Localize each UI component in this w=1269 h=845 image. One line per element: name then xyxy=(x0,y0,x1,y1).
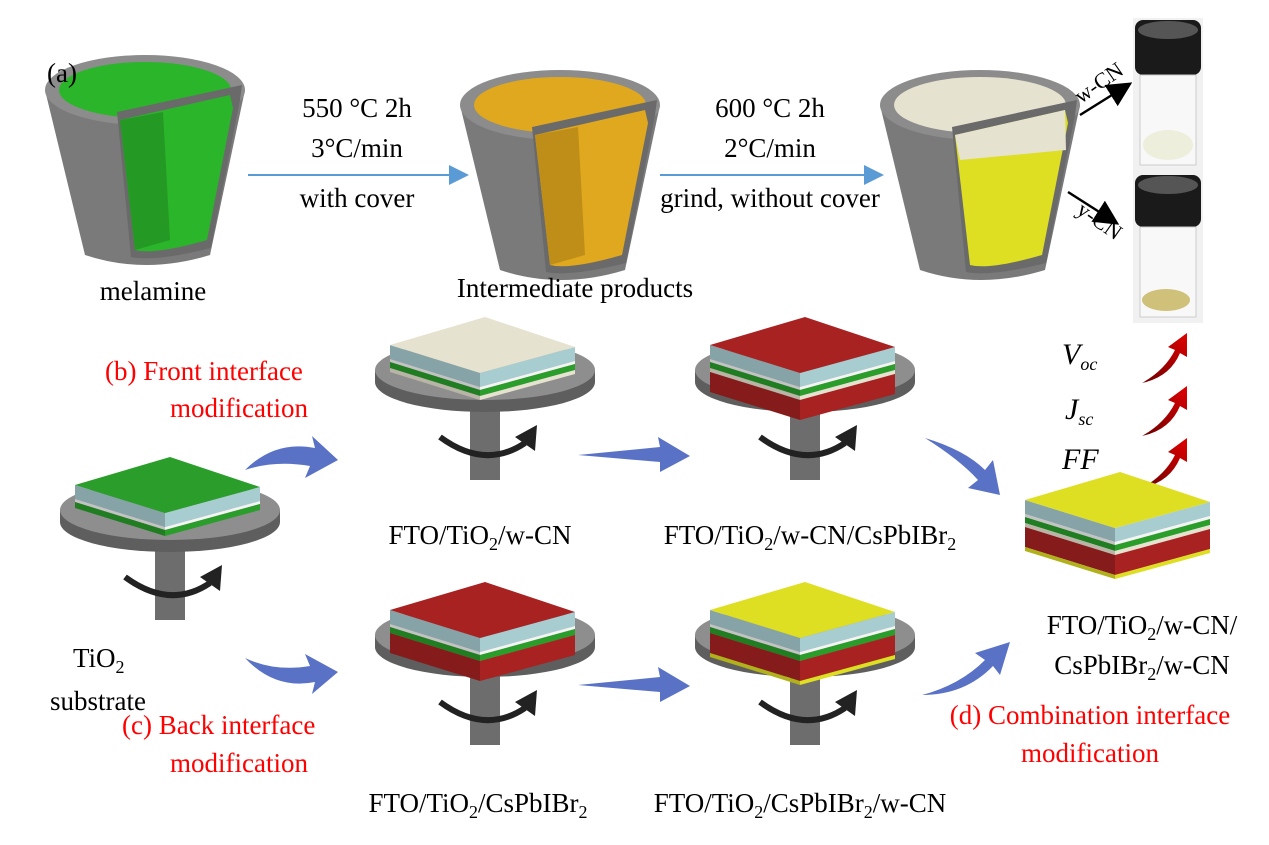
step2-temp: 600 °C 2h xyxy=(715,93,825,123)
step1-temp: 550 °C 2h xyxy=(302,93,412,123)
flow-arrow-b2-d xyxy=(925,438,1000,495)
metric-ff: FF xyxy=(1062,443,1099,476)
sample-c2 xyxy=(695,582,915,745)
vial-photo-ycn xyxy=(1133,173,1203,323)
flow-arrow-to-b1 xyxy=(245,436,338,478)
sample-b2 xyxy=(695,317,915,480)
sample-label-d: FTO/TiO2/w-CN/ xyxy=(1046,610,1238,644)
step2-condition: grind, without cover xyxy=(660,183,880,213)
panel-c-subtitle: modification xyxy=(170,748,308,778)
sample-c1 xyxy=(375,582,595,745)
sample-label-c2: FTO/TiO2/CsPbIBr2/w-CN xyxy=(653,788,947,822)
panel-b-title: (b) Front interface xyxy=(105,356,303,386)
intermediate-label: Intermediate products xyxy=(456,273,694,303)
step1-rate: 3°C/min xyxy=(311,133,403,163)
sample-label-b1: FTO/TiO2/w-CN xyxy=(388,520,572,554)
crucible-melamine xyxy=(45,55,245,265)
sample-label-b2: FTO/TiO2/w-CN/CsPbIBr2 xyxy=(663,520,957,554)
substrate-label-line2: substrate xyxy=(50,686,146,716)
metric-jsc: Jsc xyxy=(1065,393,1094,429)
rotation-arrow-icon xyxy=(438,699,527,724)
crucible-intermediate xyxy=(460,70,660,280)
sample-d xyxy=(1025,472,1210,579)
panel-a-label: (a) xyxy=(47,58,77,88)
flow-arrow-b1-b2 xyxy=(578,437,690,472)
sample-label-d-line2: CsPbIBr2/w-CN xyxy=(1054,650,1230,684)
flow-arrow-c2-d xyxy=(922,642,1010,695)
step2-rate: 2°C/min xyxy=(724,133,816,163)
rotation-arrow-icon xyxy=(123,574,212,598)
step1-condition: with cover xyxy=(299,183,415,213)
rotation-arrow-icon xyxy=(758,434,847,458)
increase-arrow-icon xyxy=(1142,333,1187,383)
substrate-label: TiO2 xyxy=(73,643,125,677)
increase-arrow-icon xyxy=(1142,386,1187,436)
ycn-pointer-arrow xyxy=(1067,190,1120,225)
vial-photo-wcn xyxy=(1133,18,1203,173)
panel-c-title: (c) Back interface xyxy=(122,710,316,740)
sample-label-c1: FTO/TiO2/CsPbIBr2 xyxy=(368,788,588,822)
metric-voc: Voc xyxy=(1062,338,1098,374)
panel-d-title: (d) Combination interface xyxy=(949,700,1231,730)
increase-arrow-icon xyxy=(1142,438,1187,488)
rotation-arrow-icon xyxy=(438,434,527,458)
melamine-label: melamine xyxy=(99,276,207,306)
flow-arrow-to-c1 xyxy=(245,654,338,694)
panel-d-subtitle: modification xyxy=(1021,738,1159,768)
crucible-final xyxy=(880,70,1080,280)
sample-b1 xyxy=(375,317,595,480)
panel-b-subtitle: modification xyxy=(170,393,308,423)
wcn-pointer-arrow xyxy=(1079,82,1133,117)
rotation-arrow-icon xyxy=(758,699,847,724)
flow-arrow-c1-c2 xyxy=(578,667,690,702)
substrate-tio2 xyxy=(60,457,280,620)
